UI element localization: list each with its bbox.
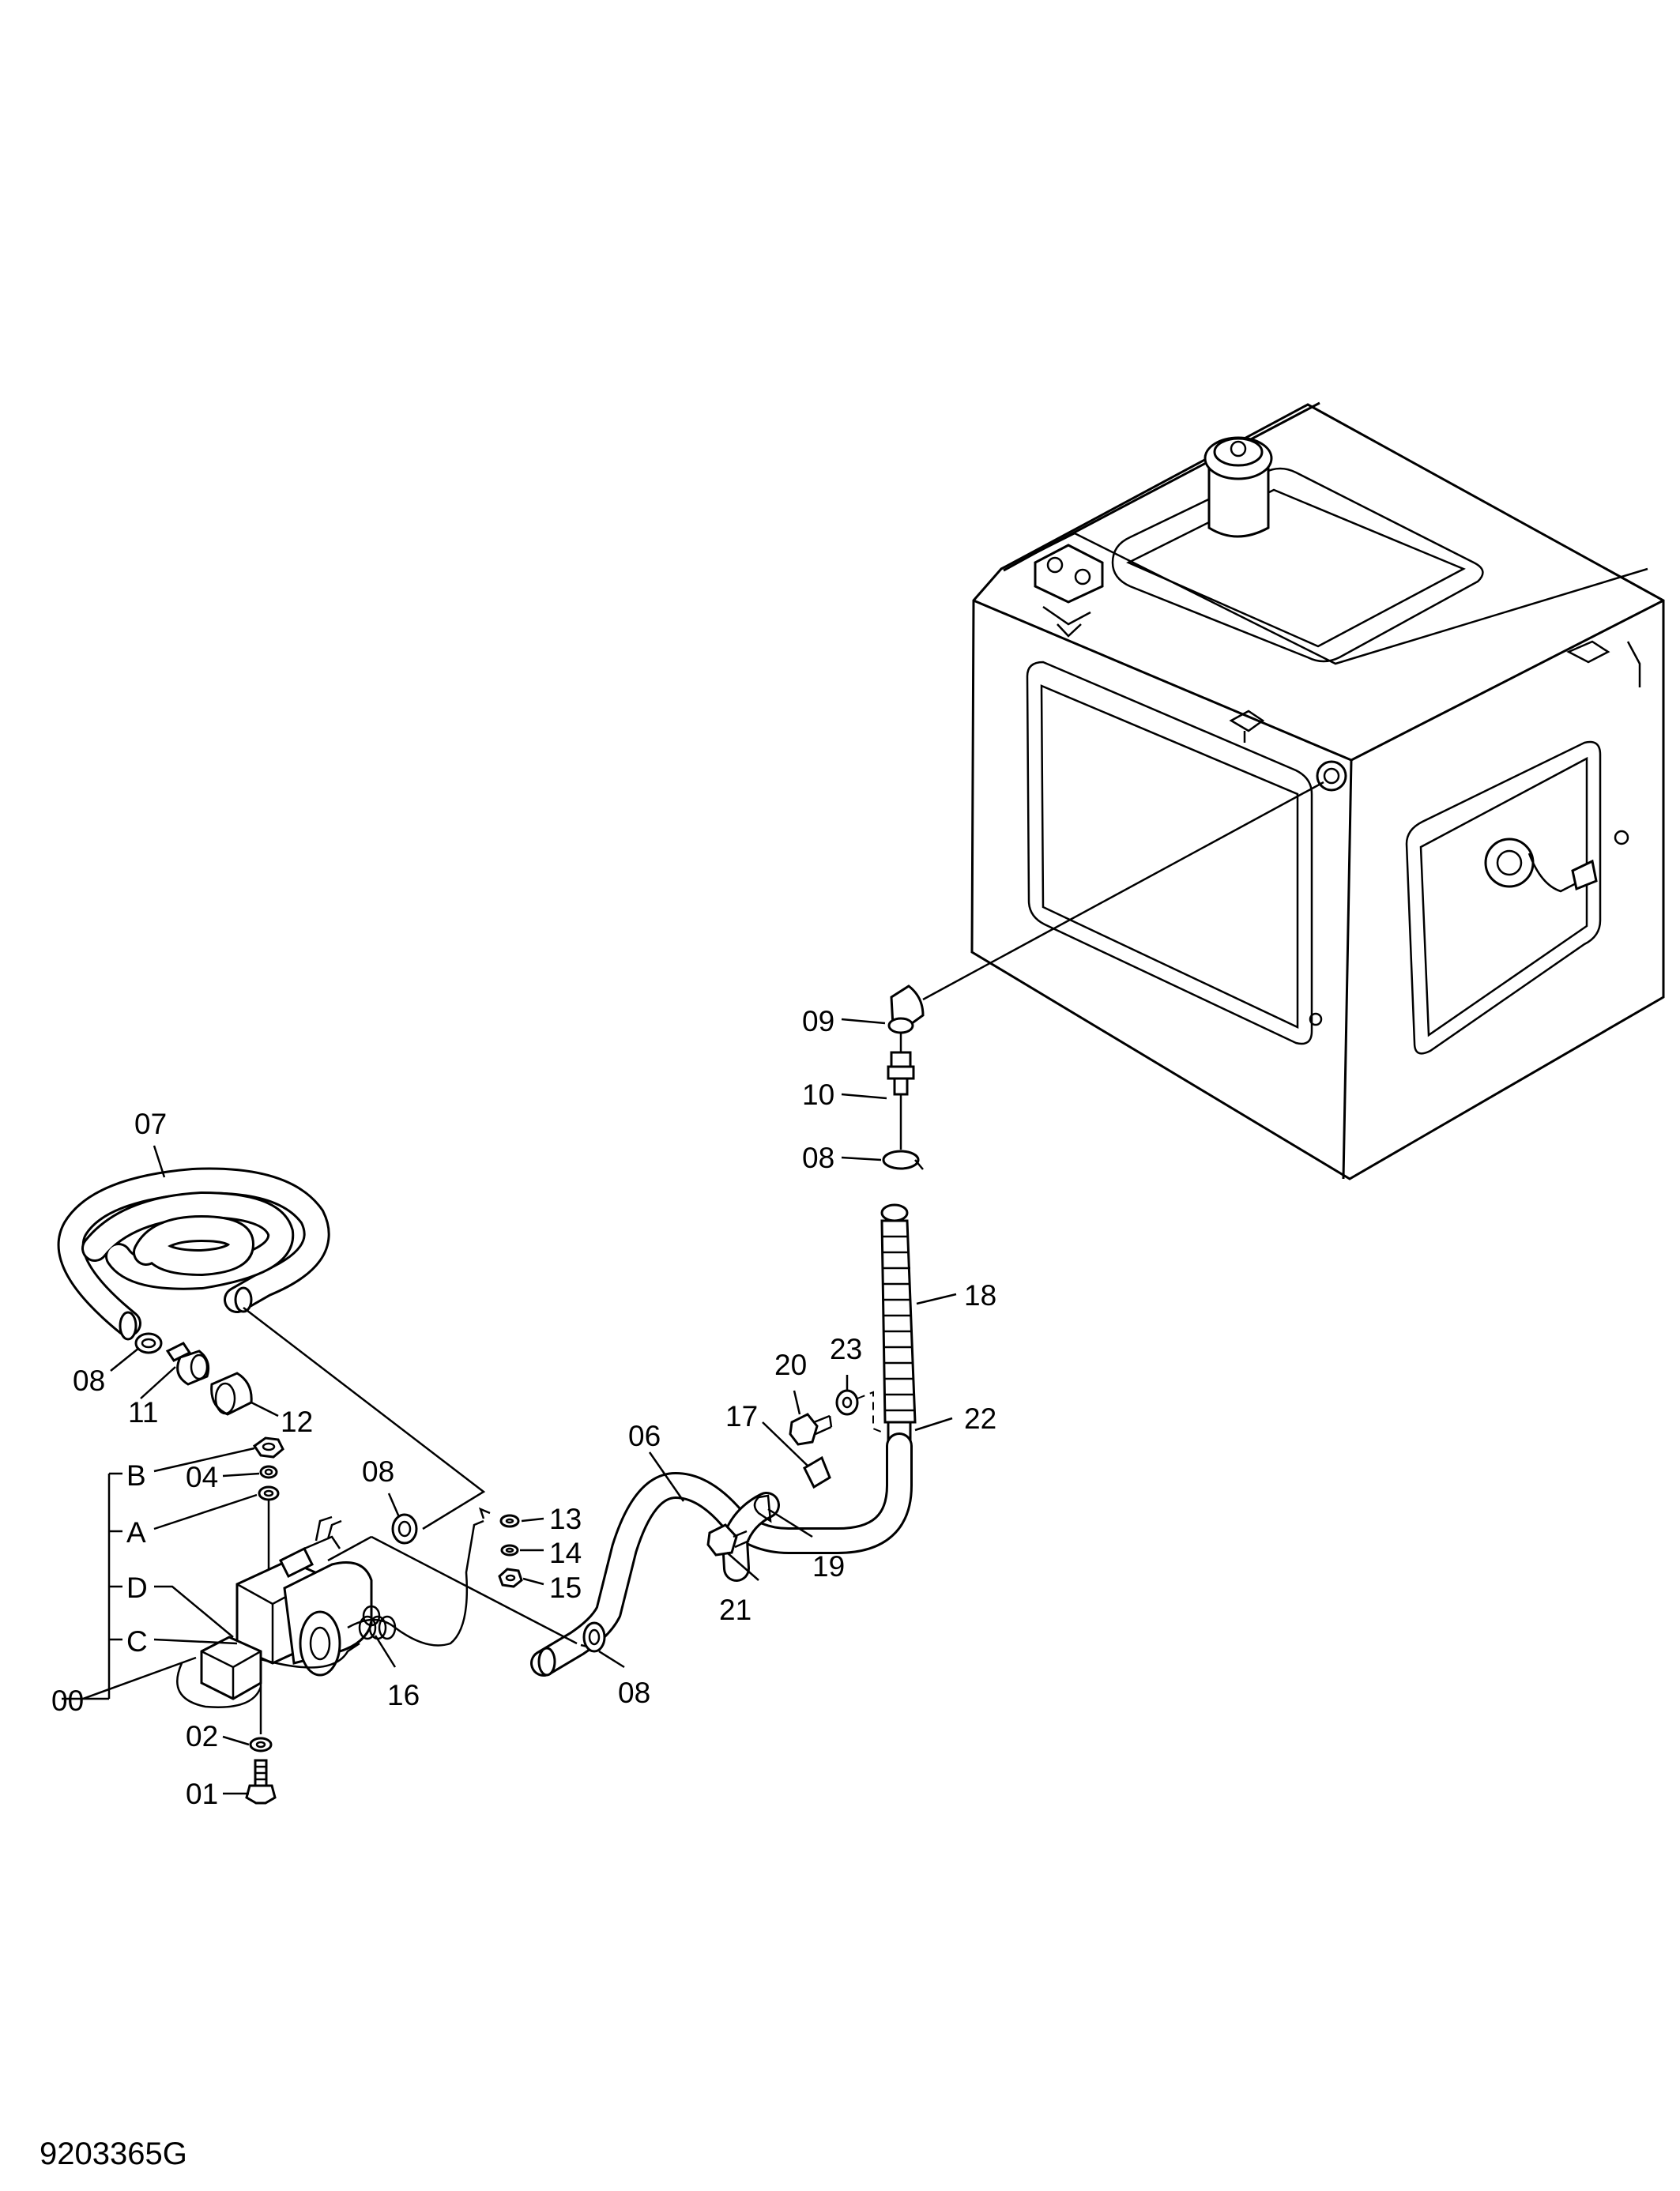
callout-labels: 09 10 08 18 22 23 20 17 06 19 21 07 08 1… (51, 1005, 996, 1810)
callout-D: D (126, 1572, 148, 1604)
washer-02 (249, 1737, 273, 1752)
callout-21: 21 (719, 1594, 751, 1626)
callout-15: 15 (549, 1572, 582, 1604)
callout-04: 04 (186, 1461, 218, 1493)
hose-06 (530, 1432, 913, 1677)
hose-clamp-08-upper (882, 1150, 924, 1170)
bolt-01 (245, 1759, 277, 1805)
callout-07: 07 (134, 1108, 167, 1140)
callout-14: 14 (549, 1537, 582, 1569)
callout-08-upper: 08 (802, 1142, 834, 1174)
callout-08-left: 08 (73, 1365, 105, 1397)
fuel-tank (970, 401, 1665, 1180)
corrugated-hose-18 (880, 1203, 917, 1441)
callout-C: C (126, 1625, 148, 1658)
callout-09: 09 (802, 1005, 834, 1037)
fitting-11 (165, 1342, 210, 1386)
hose-clamp-08-left (134, 1332, 163, 1354)
level-sensor (1484, 838, 1598, 893)
bolt-20 (789, 1413, 833, 1446)
hose-clamp-08-lower (582, 1621, 606, 1653)
callout-18: 18 (964, 1279, 996, 1312)
callout-00: 00 (51, 1685, 84, 1717)
callout-16: 16 (387, 1679, 420, 1711)
callout-B: B (126, 1459, 146, 1492)
callout-08-center: 08 (362, 1455, 394, 1488)
bracket-17 (803, 1455, 831, 1489)
callout-02: 02 (186, 1720, 218, 1752)
nut-B (252, 1436, 284, 1459)
elbow-fitting-09 (887, 984, 925, 1034)
callout-10: 10 (802, 1079, 834, 1111)
assembly-line-09 (922, 781, 1324, 1001)
callout-23: 23 (830, 1333, 862, 1365)
fuel-pump-assembly (176, 1515, 484, 1708)
callout-11: 11 (128, 1396, 158, 1429)
callout-06: 06 (628, 1420, 661, 1452)
callout-08-lower: 08 (618, 1677, 650, 1709)
clip-19 (753, 1494, 772, 1523)
adapter-fitting-10 (887, 1051, 915, 1096)
document-code: 9203365G (40, 2136, 187, 2171)
callout-20: 20 (774, 1349, 807, 1381)
callout-12: 12 (281, 1406, 313, 1438)
lock-washer-14 (500, 1544, 519, 1557)
bolt-21 (706, 1523, 750, 1557)
callout-19: 19 (812, 1550, 845, 1583)
washer-A (258, 1485, 280, 1501)
grommet-08-center (391, 1513, 418, 1545)
cap-12 (210, 1372, 253, 1416)
callout-A: A (126, 1516, 146, 1549)
callout-01: 01 (186, 1778, 218, 1810)
callout-22: 22 (964, 1402, 996, 1435)
lock-washer-04 (259, 1465, 278, 1479)
filler-neck (1203, 436, 1273, 538)
callout-13: 13 (549, 1503, 582, 1535)
leader-lines (62, 1018, 957, 1795)
washer-23 (835, 1389, 882, 1432)
coiled-hose-07 (57, 1167, 330, 1341)
callout-17: 17 (725, 1400, 758, 1432)
nut-15 (498, 1568, 523, 1588)
washer-13 (499, 1514, 520, 1528)
